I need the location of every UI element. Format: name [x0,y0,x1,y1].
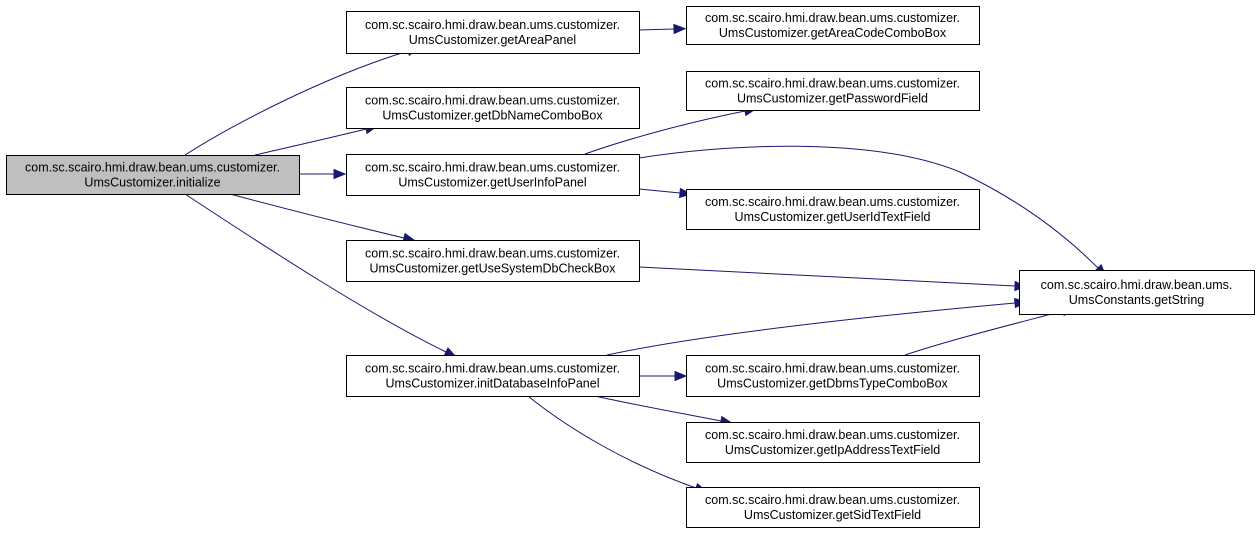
node-getDbmsTypeComboBox[interactable]: com.sc.scairo.hmi.draw.bean.ums.customiz… [686,355,980,397]
node-box-getUserInfoPanel[interactable] [346,154,640,196]
edge-initDatabaseInfoPanel-to-getSidTextField [527,395,697,489]
node-box-getAreaPanel[interactable] [346,11,640,54]
node-label-getDbNameComboBox-line-2: UmsCustomizer.getDbNameComboBox [382,109,603,123]
edge-getUseSystemDbCheckBox-to-getString [638,266,1016,287]
node-getUserInfoPanel[interactable]: com.sc.scairo.hmi.draw.bean.ums.customiz… [346,154,640,196]
node-box-getString[interactable] [1019,270,1255,315]
edge-getDbmsTypeComboBox-to-getString [904,310,1064,356]
node-initDatabaseInfoPanel[interactable]: com.sc.scairo.hmi.draw.bean.ums.customiz… [346,355,640,397]
arrowhead-getUserInfoPanel-to-getUserIdTextField [678,187,693,199]
edge-initialize-to-initDatabaseInfoPanel [184,193,447,353]
node-label-getUserIdTextField-line-2: UmsCustomizer.getUserIdTextField [735,210,931,224]
node-label-getAreaCodeComboBox-line-2: UmsCustomizer.getAreaCodeComboBox [719,26,947,40]
node-box-getDbNameComboBox[interactable] [346,87,640,129]
node-label-getString-line-2: UmsConstants.getString [1069,293,1205,307]
arrowhead-initialize-to-getUserInfoPanel [333,168,347,180]
node-label-getUserInfoPanel-line-1: com.sc.scairo.hmi.draw.bean.ums.customiz… [365,161,620,175]
node-getAreaCodeComboBox[interactable]: com.sc.scairo.hmi.draw.bean.ums.customiz… [686,6,980,45]
edge-getAreaPanel-to-getAreaCodeComboBox [638,28,675,31]
node-box-getDbmsTypeComboBox[interactable] [686,355,980,397]
edge-initialize-to-getUseSystemDbCheckBox [229,193,405,239]
node-label-initDatabaseInfoPanel-line-1: com.sc.scairo.hmi.draw.bean.ums.customiz… [365,362,620,376]
node-label-getDbNameComboBox-line-1: com.sc.scairo.hmi.draw.bean.ums.customiz… [365,94,620,108]
node-label-getIpAddressTextField-line-1: com.sc.scairo.hmi.draw.bean.ums.customiz… [705,428,960,442]
edge-getUserInfoPanel-to-getPasswordField [584,110,746,155]
node-label-getSidTextField-line-1: com.sc.scairo.hmi.draw.bean.ums.customiz… [705,493,960,507]
node-label-getSidTextField-line-2: UmsCustomizer.getSidTextField [744,508,921,522]
nodes-layer: com.sc.scairo.hmi.draw.bean.ums.customiz… [6,6,1255,528]
node-getString[interactable]: com.sc.scairo.hmi.draw.bean.ums.UmsConst… [1019,270,1255,315]
node-label-initialize-line-1: com.sc.scairo.hmi.draw.bean.ums.customiz… [25,161,280,175]
node-box-getUserIdTextField[interactable] [686,189,980,230]
node-label-initDatabaseInfoPanel-line-2: UmsCustomizer.initDatabaseInfoPanel [386,377,600,391]
node-label-getDbmsTypeComboBox-line-1: com.sc.scairo.hmi.draw.bean.ums.customiz… [705,362,960,376]
node-box-getSidTextField[interactable] [686,487,980,528]
node-label-initialize-line-2: UmsCustomizer.initialize [84,176,220,190]
node-getUserIdTextField[interactable]: com.sc.scairo.hmi.draw.bean.ums.customiz… [686,189,980,230]
arrowhead-getAreaPanel-to-getAreaCodeComboBox [673,23,687,35]
node-getSidTextField[interactable]: com.sc.scairo.hmi.draw.bean.ums.customiz… [686,487,980,528]
node-initialize[interactable]: com.sc.scairo.hmi.draw.bean.ums.customiz… [6,155,300,195]
node-getDbNameComboBox[interactable]: com.sc.scairo.hmi.draw.bean.ums.customiz… [346,87,640,129]
node-getIpAddressTextField[interactable]: com.sc.scairo.hmi.draw.bean.ums.customiz… [686,422,980,463]
node-label-getIpAddressTextField-line-2: UmsCustomizer.getIpAddressTextField [725,443,940,457]
node-label-getPasswordField-line-1: com.sc.scairo.hmi.draw.bean.ums.customiz… [705,77,960,91]
edge-initialize-to-getDbNameComboBox [254,128,367,156]
node-label-getUserIdTextField-line-1: com.sc.scairo.hmi.draw.bean.ums.customiz… [705,195,960,209]
node-box-getIpAddressTextField[interactable] [686,422,980,463]
edge-getUserInfoPanel-to-getUserIdTextField [638,188,681,194]
node-getUseSystemDbCheckBox[interactable]: com.sc.scairo.hmi.draw.bean.ums.customiz… [346,240,640,282]
node-box-initDatabaseInfoPanel[interactable] [346,355,640,397]
node-label-getString-line-1: com.sc.scairo.hmi.draw.bean.ums. [1041,278,1233,292]
node-label-getUseSystemDbCheckBox-line-1: com.sc.scairo.hmi.draw.bean.ums.customiz… [365,247,620,261]
edge-initialize-to-getAreaPanel [184,50,409,156]
node-box-getUseSystemDbCheckBox[interactable] [346,240,640,282]
node-label-getAreaPanel-line-2: UmsCustomizer.getAreaPanel [409,33,576,47]
edge-getUserInfoPanel-to-getString [638,145,1099,269]
node-label-getUseSystemDbCheckBox-line-2: UmsCustomizer.getUseSystemDbCheckBox [370,262,617,276]
node-getAreaPanel[interactable]: com.sc.scairo.hmi.draw.bean.ums.customiz… [346,11,640,54]
node-label-getDbmsTypeComboBox-line-2: UmsCustomizer.getDbmsTypeComboBox [717,377,948,391]
node-box-getAreaCodeComboBox[interactable] [686,6,980,45]
node-label-getAreaPanel-line-1: com.sc.scairo.hmi.draw.bean.ums.customiz… [365,18,620,32]
node-label-getAreaCodeComboBox-line-1: com.sc.scairo.hmi.draw.bean.ums.customiz… [705,11,960,25]
node-box-initialize[interactable] [6,155,300,195]
edge-initDatabaseInfoPanel-to-getIpAddressTextField [594,395,722,422]
node-box-getPasswordField[interactable] [686,71,980,111]
node-label-getPasswordField-line-2: UmsCustomizer.getPasswordField [737,92,928,106]
edge-initDatabaseInfoPanel-to-getString [606,302,1016,356]
node-getPasswordField[interactable]: com.sc.scairo.hmi.draw.bean.ums.customiz… [686,71,980,111]
arrowhead-initDatabaseInfoPanel-to-getDbmsTypeComboBox [674,370,688,382]
edges-layer [184,23,1107,493]
node-label-getUserInfoPanel-line-2: UmsCustomizer.getUserInfoPanel [398,176,586,190]
